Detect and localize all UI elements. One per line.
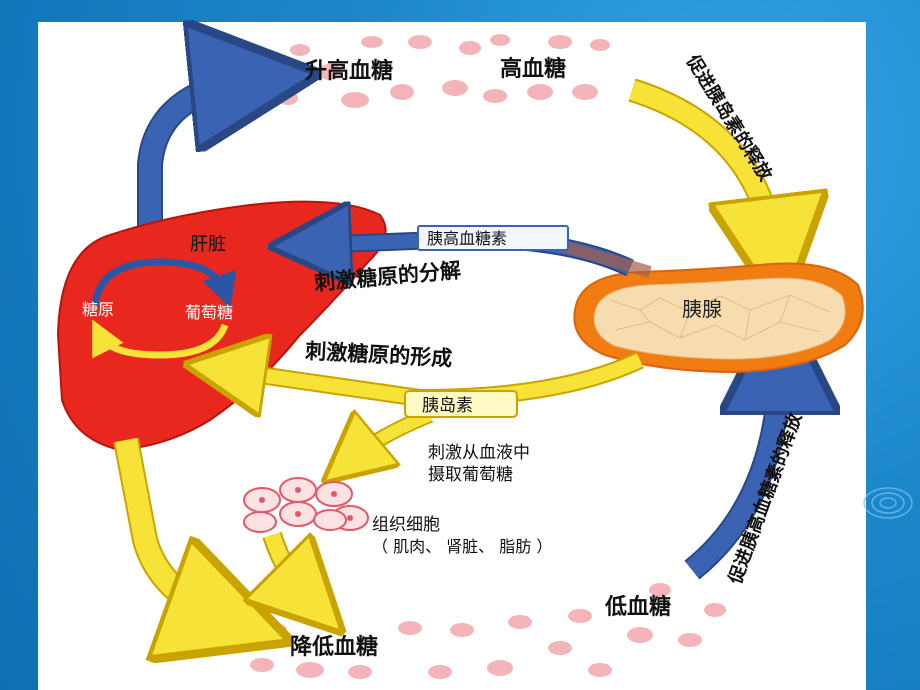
blood-cells-top: [201, 34, 610, 108]
lower-glucose-arrow: [115, 437, 230, 620]
stimulate-uptake-line1: 刺激从血液中: [428, 443, 530, 463]
tissue-lower-arrow: [272, 535, 310, 600]
glucose-label: 葡萄糖: [185, 303, 233, 322]
promote-insulin-arrow: [629, 80, 775, 255]
glycogen-label: 糖原: [82, 300, 114, 319]
glucagon-label: 胰高血糖素: [427, 229, 507, 248]
swirl-decoration: [863, 487, 913, 519]
insulin-uptake-arrow: [350, 415, 433, 460]
low-glucose-label: 低血糖: [604, 594, 671, 620]
lower-glucose-label: 降低血糖: [290, 634, 378, 660]
tissue-cells-label: 组织细胞: [372, 515, 440, 535]
stimulate-formation-label: 刺激糖原的形成: [305, 339, 453, 371]
tissue-cells-image: [243, 477, 369, 533]
insulin-label: 胰岛素: [422, 396, 473, 416]
tissue-examples-label: （ 肌肉、 肾脏、 脂肪 ）: [372, 537, 552, 556]
glucagon-label-box: [417, 225, 569, 251]
pancreas-label: 胰腺: [682, 297, 722, 321]
liver-label: 肝脏: [190, 234, 226, 255]
glycogen-breakdown-cycle-arrow: [91, 258, 237, 309]
promote-glucagon-arrow: [685, 355, 780, 578]
blood-cells-bottom: [250, 583, 726, 679]
pancreas-texture: [609, 294, 831, 341]
stimulate-uptake-line2: 摄取葡萄糖: [428, 465, 513, 485]
raise-glucose-label: 升高血糖: [305, 58, 393, 84]
insulin-label-box: [404, 390, 518, 418]
high-glucose-label: 高血糖: [500, 56, 566, 82]
glucagon-source-arrow: [558, 239, 652, 278]
raise-glucose-arrow: [139, 80, 255, 240]
